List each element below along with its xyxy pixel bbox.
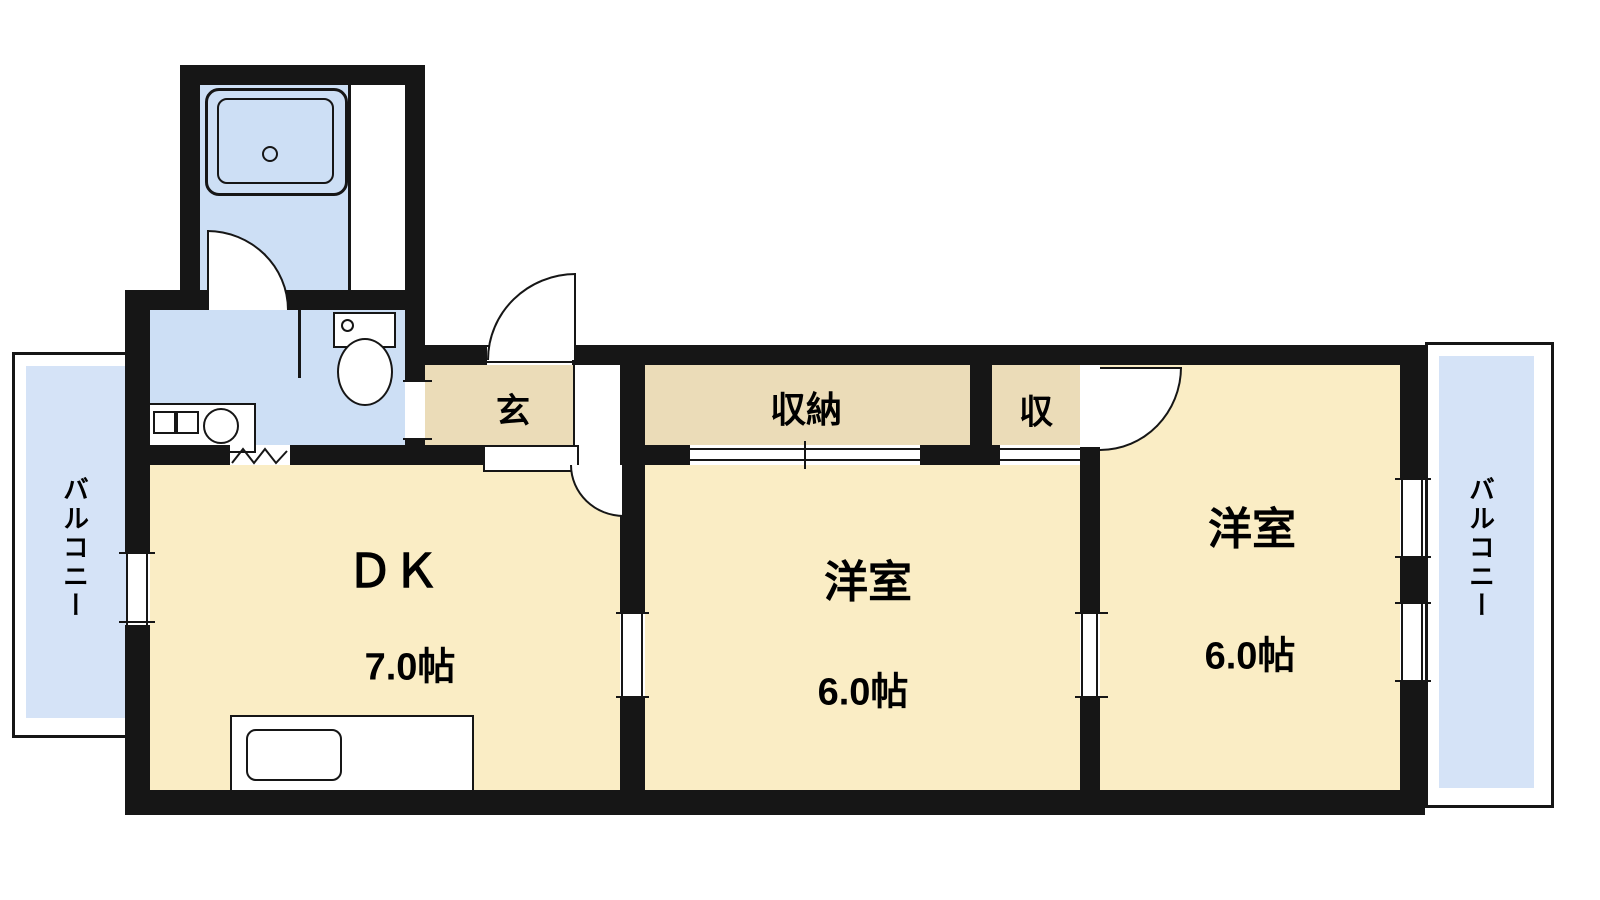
window-west-tick-bottom [119,621,155,623]
bathtub-inner [217,98,334,184]
toilet-button-icon [341,319,354,332]
balcony-right-label: バルコニー [1465,475,1496,621]
room-right-name-label: 洋室 [1208,505,1296,554]
balcony-right-floor [1439,356,1534,788]
wall-dk-top-a [125,445,230,465]
toilet-bowl [337,338,393,406]
entrance-label: 玄 [496,392,530,431]
window-west-tick-top [119,552,155,554]
window-east2-line2 [1421,602,1423,682]
wall-closet-divider [970,345,992,445]
dk-size-label: 7.0帖 [364,646,456,689]
window-east1-tick-top [1395,478,1431,480]
balcony-left-label: バルコニー [59,475,90,621]
window-east1-tick-bottom [1395,556,1431,558]
window-east2-tick-bottom [1395,680,1431,682]
wall-dk-mid-upper [620,345,645,612]
bathtub-drain-icon [262,146,278,162]
wall-top-main [572,345,1425,365]
opening-mid-right-tick-bottom [1075,696,1108,698]
wall-closet-stub-right [920,445,1000,465]
window-east2-line1 [1401,602,1403,682]
room-mid-name-label: 洋室 [824,558,912,607]
washstand-sink-bowl [203,408,239,444]
wall-mid-right-lower [1080,698,1100,790]
closet-small-slide-line1 [1000,448,1080,450]
bath-duct-divider [348,85,351,290]
window-west-line2 [146,552,148,625]
wall-mid-right-upper [1080,447,1100,612]
entrance-hall-edge [573,365,575,445]
opening-mid-right-tick-top [1075,612,1108,614]
kitchen-sink [246,729,342,781]
hall-floor [575,365,620,465]
window-east1-line1 [1401,478,1403,558]
wall-west-lower [125,625,150,815]
closet-small-floor [992,365,1080,445]
opening-dk-mid-tick-top [616,612,649,614]
entrance-door-swing [487,273,576,360]
bathtub [205,88,348,196]
closet-large-slide-tick [804,441,806,469]
wall-east-b [1400,558,1425,602]
entrance-step [483,445,579,472]
opening-dk-mid-line1 [621,612,623,698]
closet-large-floor [645,365,970,445]
closet-large-label: 収納 [769,389,843,430]
washstand-burner-left [153,411,176,434]
washstand-burner-right [176,411,199,434]
room-mid-floor [645,465,1080,790]
dk-name-label: ＤＫ [347,545,439,597]
wall-bath-right-upper [405,65,425,380]
wall-wash-top-right [285,290,425,310]
washroom-partition [298,310,301,378]
entrance-floor [425,365,575,445]
wall-bath-top [180,65,425,85]
opening-mid-right-line1 [1081,612,1083,698]
window-west-line1 [126,552,128,625]
opening-dk-mid-tick-bottom [616,696,649,698]
room-mid-size-label: 6.0帖 [817,671,909,714]
wall-closet-stub-left [645,445,690,465]
window-east2-tick-top [1395,602,1431,604]
wall-dk-top-b [290,445,483,465]
wall-east-a [1400,345,1425,478]
washroom-door-tick-top [403,380,432,382]
closet-small-slide-line2 [1000,459,1080,461]
wall-bottom [125,790,1425,815]
wall-west-upper [125,290,150,552]
window-east1-line2 [1421,478,1423,558]
washroom-door-tick-bottom [403,438,432,440]
room-right-floor [1100,365,1400,790]
opening-mid-right-line2 [1096,612,1098,698]
room-right-size-label: 6.0帖 [1204,635,1296,678]
wall-dk-mid-lower [620,698,645,790]
closet-small-label: 収 [1019,393,1053,432]
wall-top-left-of-entrance-door [425,345,487,365]
wall-bath-left [180,65,200,310]
accordion-door-icon [231,447,288,465]
balcony-left-floor [26,366,126,718]
opening-dk-mid-line2 [641,612,643,698]
entrance-threshold-bottom [487,361,572,363]
